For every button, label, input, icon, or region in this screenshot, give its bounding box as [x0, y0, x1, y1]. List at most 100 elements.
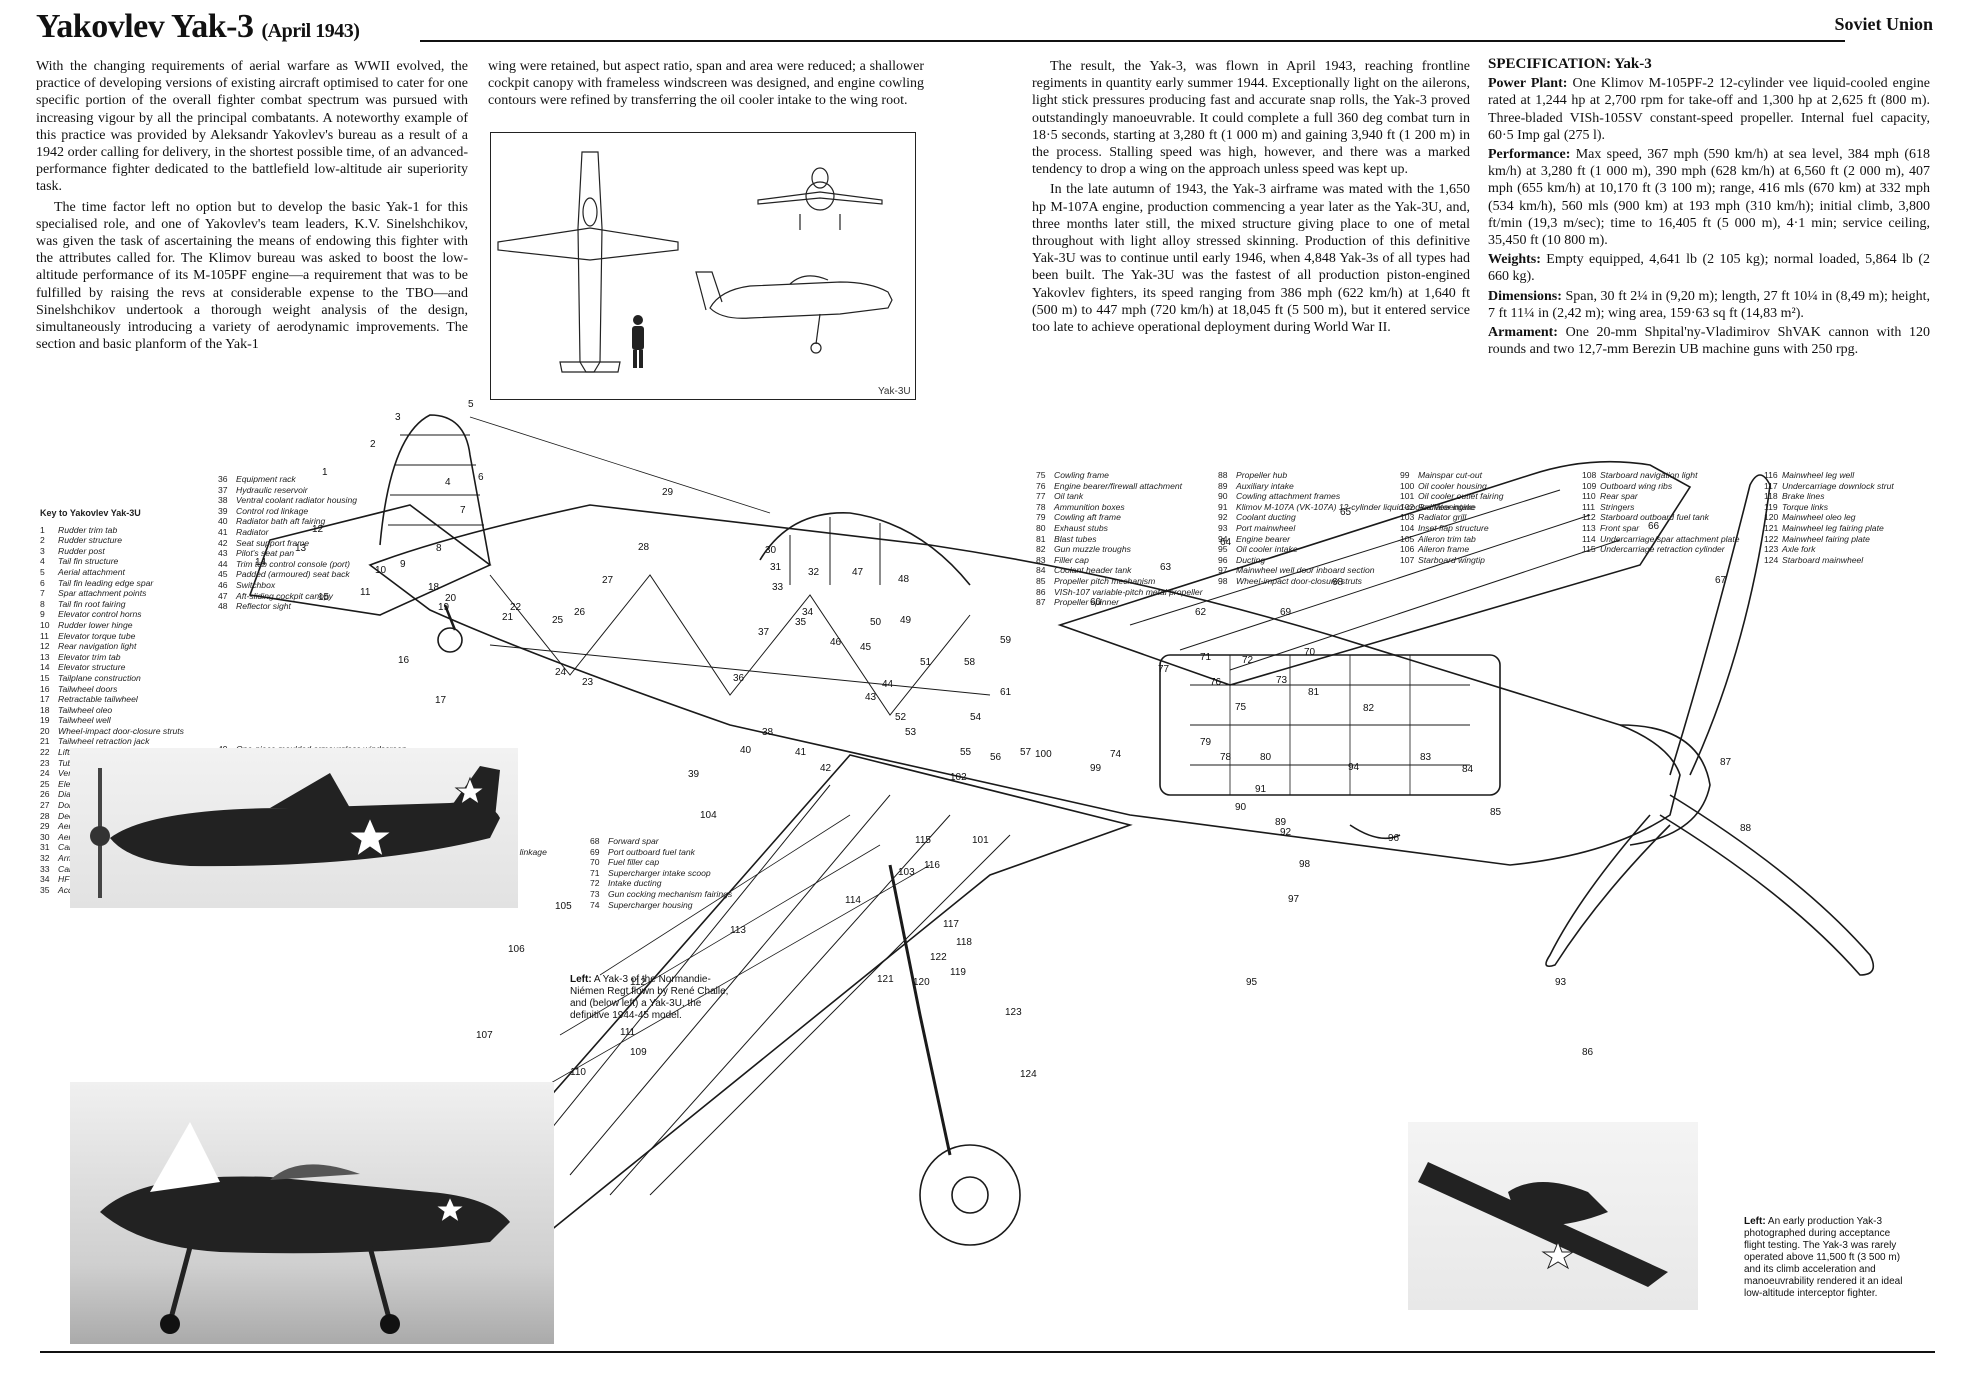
- callout-number: 47: [852, 567, 864, 578]
- photo-normandie-niemen: [70, 748, 518, 908]
- callout-number: 56: [990, 752, 1002, 763]
- callout-number: 106: [508, 944, 525, 955]
- key-entry-number: 35: [40, 884, 50, 895]
- key-entry-number: 72: [590, 878, 600, 889]
- tail-fin: [379, 414, 491, 566]
- tailplane: [248, 504, 492, 616]
- key-entry-label: Mainwheel leg fairing plate: [1782, 522, 1884, 533]
- key-entry-number: 38: [218, 495, 228, 506]
- callout-number: 10: [375, 565, 387, 576]
- key-entry-label: Mainwheel leg well: [1782, 470, 1855, 480]
- key-entry-number: 75: [1036, 470, 1046, 480]
- spec-label: Armament:: [1488, 325, 1558, 341]
- spinner: [1619, 724, 1711, 846]
- key-entry-label: Rear navigation light: [58, 641, 137, 652]
- header-rule: [420, 40, 1845, 42]
- callout-number: 122: [930, 952, 947, 963]
- key-entry-label: Starboard mainwheel: [1782, 554, 1864, 565]
- key-entry-number: 77: [1036, 491, 1046, 502]
- callout-number: 39: [688, 769, 700, 780]
- callout-number: 104: [700, 810, 717, 821]
- callout-number: 72: [1242, 655, 1254, 666]
- spec-performance: Performance: Max speed, 367 mph (590 km/…: [1488, 146, 1930, 249]
- spec-text: Empty equipped, 4,641 lb (2 105 kg); nor…: [1488, 252, 1930, 285]
- propeller-blade-upper: [1669, 474, 1771, 776]
- key-entry-label: Intake ducting: [608, 878, 662, 889]
- key-entry-number: 114: [1582, 533, 1596, 544]
- key-entry-label: Coolant header tank: [1054, 565, 1132, 576]
- callout-number: 115: [915, 835, 931, 846]
- key-entry-number: 111: [1582, 501, 1596, 512]
- key-title: Key to Yakovlev Yak-3U: [40, 508, 141, 518]
- key-entry-label: Seat support frame: [236, 537, 310, 548]
- photo-aircraft-2: [100, 1122, 510, 1334]
- callout-number: 37: [758, 627, 770, 638]
- photo-aircraft-3: [1418, 1162, 1668, 1287]
- key-entry-label: Rudder post: [58, 545, 105, 556]
- key-entry-number: 98: [1218, 575, 1228, 586]
- key-entry-number: 79: [1036, 512, 1046, 523]
- callout-number: 48: [898, 574, 910, 585]
- callout-number: 89: [1275, 817, 1287, 828]
- callout-numbers: 1234567891011121314151617181920212223242…: [255, 399, 1752, 1136]
- callout-number: 120: [913, 977, 930, 988]
- key-entry-label: Control rod linkage: [236, 505, 309, 516]
- key-entry-number: 83: [1036, 554, 1046, 565]
- key-entry-label: Oil cooler housing: [1418, 480, 1487, 491]
- callout-number: 71: [1200, 652, 1212, 663]
- callout-number: 64: [1220, 537, 1232, 548]
- callout-number: 90: [1235, 802, 1247, 813]
- callout-number: 114: [845, 895, 861, 906]
- paragraph: The time factor left no option but to de…: [36, 199, 468, 353]
- key-entry-label: Wheel-impact door-closure struts: [58, 725, 184, 736]
- key-entry-label: Ducting: [1236, 554, 1266, 565]
- callout-number: 26: [574, 607, 586, 618]
- callout-number: 45: [860, 642, 872, 653]
- key-entry-number: 122: [1764, 533, 1779, 544]
- key-entry-label: Trim tab control console (port): [236, 558, 350, 569]
- key-entry-label: Tailwheel doors: [58, 683, 118, 694]
- callout-number: 116: [924, 860, 940, 871]
- title-text: Yakovlev Yak-3: [36, 8, 254, 45]
- key-entry-label: Hydraulic reservoir: [236, 484, 308, 495]
- callout-number: 92: [1280, 827, 1292, 838]
- key-entry-number: 2: [40, 535, 45, 546]
- key-entry-label: Aerial attachment: [58, 566, 125, 577]
- paragraph: With the changing requirements of aerial…: [36, 59, 468, 195]
- key-entry-number: 26: [40, 789, 50, 800]
- key-entry-label: Starboard wingtip: [1418, 554, 1485, 565]
- callout-number: 3: [395, 412, 401, 423]
- title-date: (April 1943): [261, 20, 360, 42]
- callout-number: 65: [1340, 507, 1352, 518]
- callout-number: 105: [555, 901, 572, 912]
- key-entry-label: Padded (armoured) seat back: [236, 569, 350, 580]
- callout-number: 7: [460, 505, 466, 516]
- key-entry-number: 20: [40, 725, 50, 736]
- key-entry-label: Aerial: [58, 821, 80, 832]
